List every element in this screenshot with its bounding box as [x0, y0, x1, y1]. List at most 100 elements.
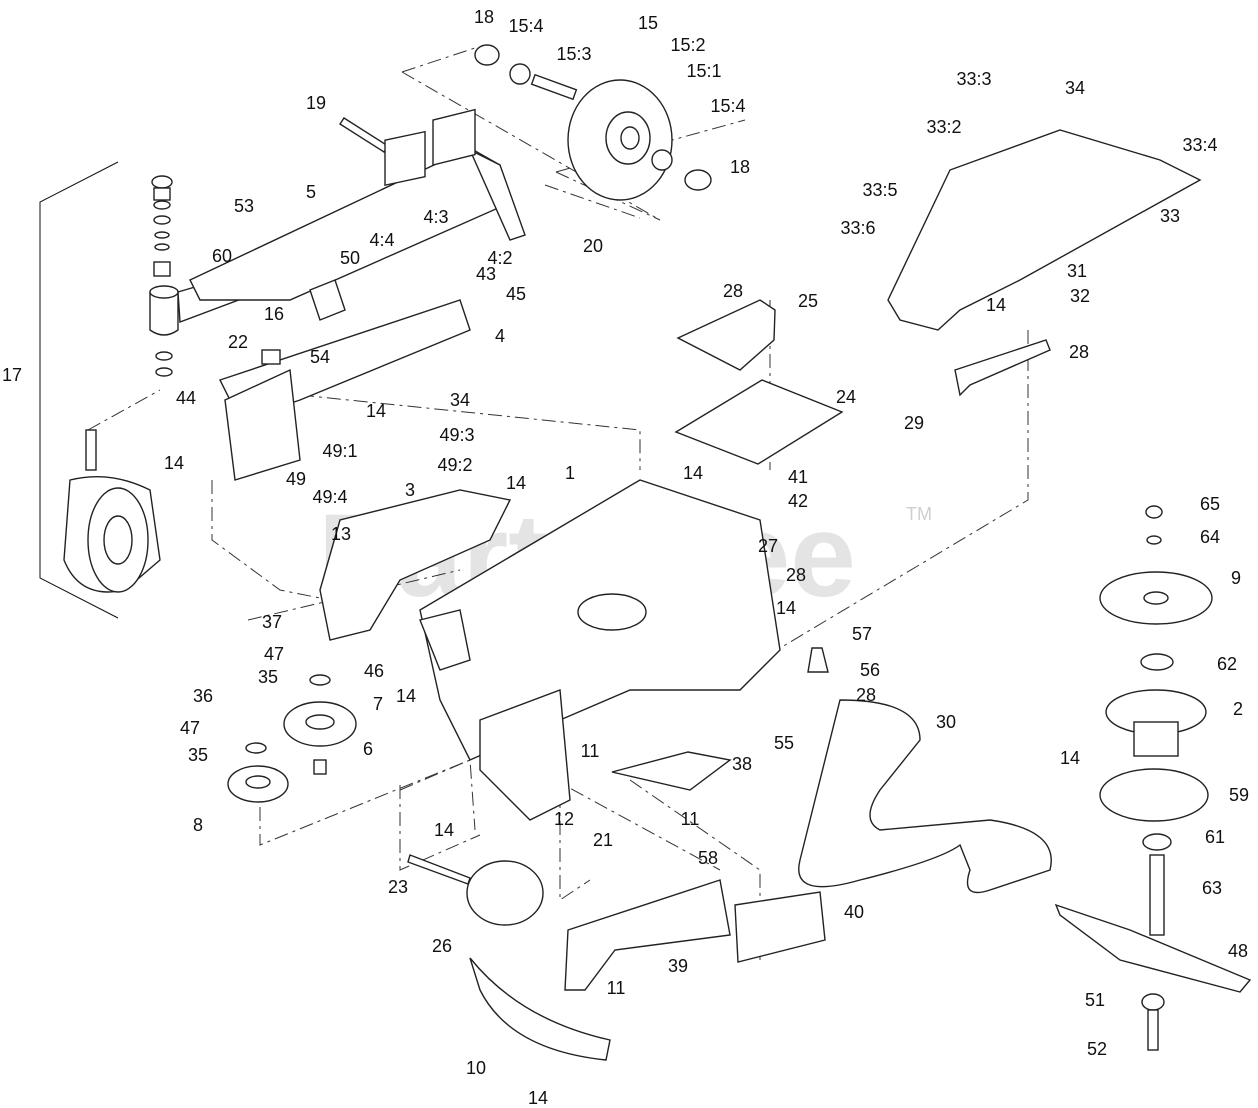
discharge-chute [564, 879, 731, 991]
rear-wheel-assembly [474, 44, 712, 201]
cover-plate [674, 379, 844, 465]
bracket-17 [39, 161, 119, 619]
part-label: 53 [234, 196, 254, 216]
part-label: 1 [565, 463, 575, 483]
part-label: 45 [506, 284, 526, 304]
part-label: 51 [1085, 990, 1105, 1010]
part-label: 63 [1202, 878, 1222, 898]
part-label: 8 [193, 815, 203, 835]
part-label: 18 [474, 7, 494, 27]
part-label: 20 [583, 236, 603, 256]
part-label: 28 [786, 565, 806, 585]
bumper-cone [807, 647, 829, 673]
part-label: 43 [476, 264, 496, 284]
side-plate-40 [734, 891, 826, 963]
part-label: 24 [836, 387, 856, 407]
belt-cover [319, 489, 512, 641]
part-label: 17 [2, 365, 22, 385]
part-label: 32 [1070, 286, 1090, 306]
part-label: 39 [668, 956, 688, 976]
part-label: 18 [730, 157, 750, 177]
part-label: 38 [732, 754, 752, 774]
part-label: 15:1 [686, 61, 721, 81]
part-label: 55 [774, 733, 794, 753]
part-label: 28 [1069, 342, 1089, 362]
part-label: 13 [331, 524, 351, 544]
part-label: 42 [788, 491, 808, 511]
part-label: 59 [1229, 785, 1249, 805]
axle-rod [339, 117, 389, 153]
part-label: 15:2 [670, 35, 705, 55]
part-label: 29 [904, 413, 924, 433]
part-label: 44 [176, 388, 196, 408]
part-label: 14 [164, 453, 184, 473]
part-label: 3 [405, 480, 415, 500]
part-label: 4:3 [423, 207, 448, 227]
part-label: 49:1 [322, 441, 357, 461]
part-label: 33:2 [926, 117, 961, 137]
part-label: 12 [554, 809, 574, 829]
part-label: 41 [788, 467, 808, 487]
part-label: 34 [450, 390, 470, 410]
part-label: 4:4 [369, 230, 394, 250]
part-label: 49:2 [437, 455, 472, 475]
part-label: 48 [1228, 941, 1248, 961]
part-label: 46 [364, 661, 384, 681]
part-label: 58 [698, 848, 718, 868]
part-label: 2 [1233, 699, 1243, 719]
part-label: 28 [723, 281, 743, 301]
lever-arm [954, 339, 1051, 397]
part-label: 19 [306, 93, 326, 113]
spindle-assembly [1054, 505, 1252, 1051]
side-plates [189, 108, 526, 481]
part-label: 14 [528, 1088, 548, 1108]
part-label: 28 [856, 685, 876, 705]
part-label: 14 [1060, 748, 1080, 768]
roller-rod [407, 854, 471, 885]
part-label: 56 [860, 660, 880, 680]
part-label: 14 [683, 463, 703, 483]
part-label: 11 [581, 741, 600, 761]
part-label: 22 [228, 332, 248, 352]
pulleys [227, 674, 357, 803]
part-label: 33 [1160, 206, 1180, 226]
part-label: 52 [1087, 1039, 1107, 1059]
part-label: 11 [607, 978, 626, 998]
part-label: 35 [188, 745, 208, 765]
part-label: 14 [506, 473, 526, 493]
watermark-tm: TM [906, 504, 932, 524]
part-label: 65 [1200, 494, 1220, 514]
part-label: 11 [681, 809, 700, 829]
part-label: 61 [1205, 827, 1225, 847]
roller [466, 860, 544, 926]
part-label: 33:5 [862, 180, 897, 200]
part-label: 57 [852, 624, 872, 644]
part-label: 33:6 [840, 218, 875, 238]
part-label: 47 [264, 644, 284, 664]
part-label: 40 [844, 902, 864, 922]
part-label: 49:3 [439, 425, 474, 445]
part-label: 49 [286, 469, 306, 489]
part-label: 36 [193, 686, 213, 706]
part-label: 4:2 [487, 248, 512, 268]
part-label: 7 [373, 694, 383, 714]
part-label: 31 [1067, 261, 1087, 281]
part-label: 14 [434, 820, 454, 840]
guard-strip [469, 957, 611, 1061]
part-label: 6 [363, 739, 373, 759]
part-label: 14 [986, 295, 1006, 315]
part-label: 14 [366, 401, 386, 421]
part-label: 23 [388, 877, 408, 897]
part-label: 64 [1200, 527, 1220, 547]
part-label: 15:4 [710, 96, 745, 116]
part-label: 37 [262, 612, 282, 632]
part-label: 62 [1217, 654, 1237, 674]
drive-belt [798, 699, 1052, 894]
part-label: 4 [495, 326, 505, 346]
part-label: 33:3 [956, 69, 991, 89]
deck-frame [419, 479, 781, 821]
part-label: 30 [936, 712, 956, 732]
part-label: 47 [180, 718, 200, 738]
